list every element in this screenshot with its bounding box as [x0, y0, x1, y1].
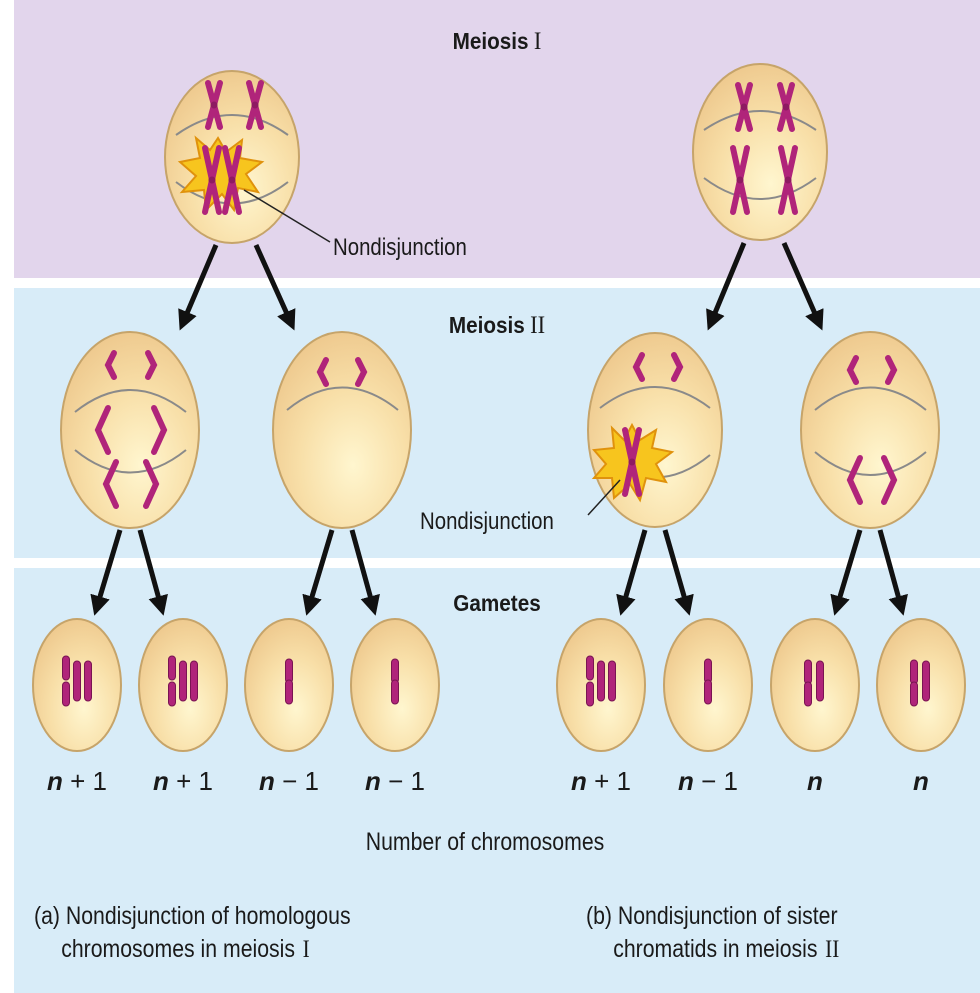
gamete-b4: [876, 618, 966, 752]
heading-gametes: Gametes: [453, 590, 541, 616]
callout-line-a: [243, 189, 331, 243]
gamete-a4: [350, 618, 440, 752]
parent-cell-b: [692, 63, 828, 241]
gamete-b1: [556, 618, 646, 752]
arrows-meiosis-1: [178, 241, 824, 331]
gamete-a1: [32, 618, 122, 752]
gamete-count-a2: n + 1: [152, 766, 214, 796]
gamete-count-a3: n − 1: [258, 766, 320, 796]
meiosis-2-cell-b1: [587, 332, 723, 528]
nondisjunction-label-a: Nondisjunction: [333, 234, 467, 261]
gamete-count-b1: n + 1: [570, 766, 632, 796]
caption-a: (a) Nondisjunction of homologous chromos…: [34, 902, 351, 963]
gamete-b3: [770, 618, 860, 752]
caption-b: (b) Nondisjunction of sister chromatids …: [586, 902, 840, 963]
meiosis-2-cell-a1: [60, 331, 200, 529]
parent-cell-a: [164, 70, 300, 244]
gamete-count-a1: n + 1: [46, 766, 108, 796]
gamete-a2: [138, 618, 228, 752]
gamete-count-b4: n: [913, 766, 929, 796]
nondisjunction-label-b: Nondisjunction: [420, 508, 554, 535]
gamete-count-a4: n − 1: [364, 766, 426, 796]
meiosis-2-cell-b2: [800, 331, 940, 529]
gamete-a3: [244, 618, 334, 752]
meiosis-2-cell-a2: [272, 331, 412, 529]
number-of-chromosomes-caption: Number of chromosomes: [365, 828, 605, 856]
callout-line-b: [587, 479, 621, 516]
gamete-b2: [663, 618, 753, 752]
nondisjunction-burst-a: [177, 135, 265, 213]
gamete-count-b2: n − 1: [677, 766, 739, 796]
gamete-count-b3: n: [807, 766, 823, 796]
arrows-meiosis-2: [90, 529, 908, 616]
